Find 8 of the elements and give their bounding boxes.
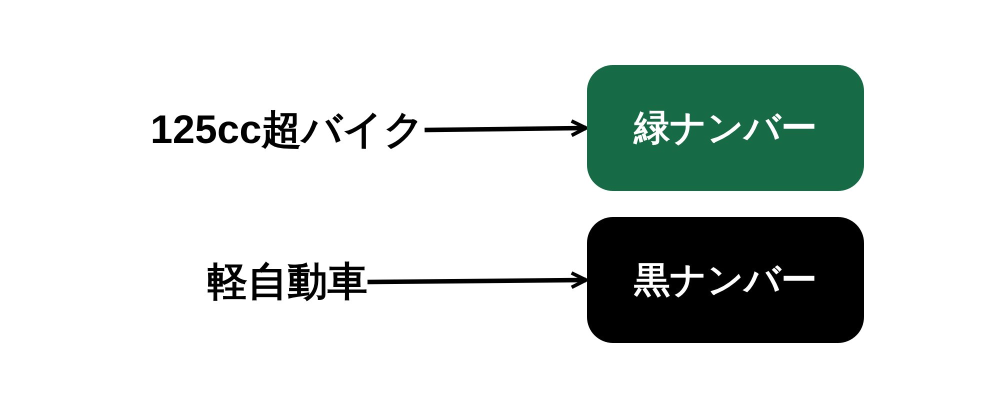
box-label: 黒ナンバー: [634, 258, 817, 302]
label-box: [587, 65, 864, 191]
item-label: 軽自動車: [208, 259, 368, 306]
box-label: 緑ナンバー: [634, 106, 817, 150]
item-label: 125cc超バイク: [150, 107, 425, 154]
arrow: [367, 271, 588, 290]
label-box: [587, 217, 864, 343]
arrow: [424, 119, 588, 138]
